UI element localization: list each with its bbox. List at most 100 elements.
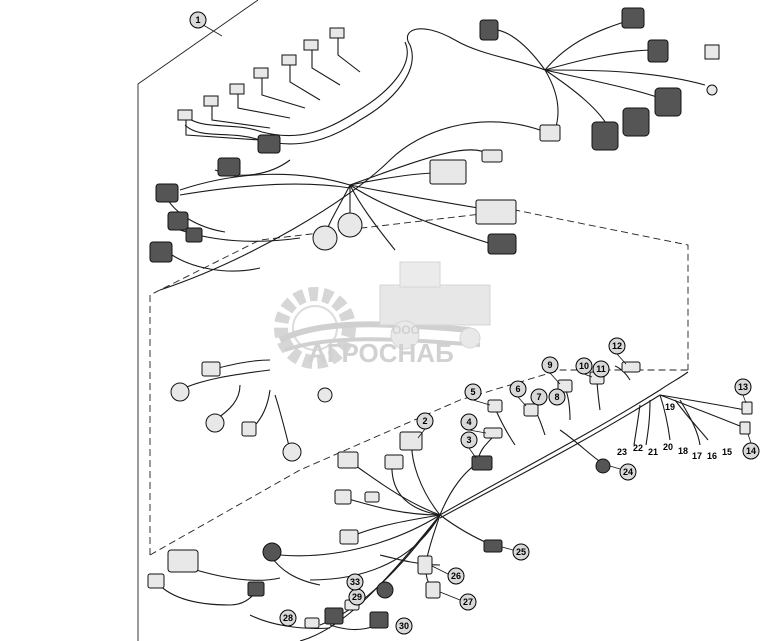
callout-25: 25 [512,543,530,561]
round-connector [170,382,190,402]
connector [247,581,265,597]
connector [369,611,389,629]
gear-logo-icon [274,287,481,369]
connector [229,83,245,95]
watermark-prefix: ООО [392,323,420,337]
svg-text:7: 7 [536,392,541,402]
svg-text:9: 9 [547,360,552,370]
connector [304,617,320,629]
lower-connectors [147,361,753,629]
connector [539,124,561,142]
connector [253,67,269,79]
connector [337,451,359,469]
svg-text:24: 24 [623,467,633,477]
label-20: 20 [663,442,673,452]
plain-labels: 15 16 17 18 19 20 21 22 23 [617,402,732,461]
label-23: 23 [617,447,627,457]
connector [177,109,193,121]
callout-28: 28 [279,609,297,627]
callout-6: 6 [509,380,527,398]
upper-connectors [149,7,720,263]
round-connector [337,212,363,238]
connector [475,199,517,225]
sub-assembly-outline [149,209,689,556]
callout-29: 29 [348,588,366,606]
callout-24: 24 [619,463,637,481]
connector [622,107,650,137]
ring-terminal [706,84,718,96]
callout-4: 4 [460,413,478,431]
connector [241,421,257,437]
connector [483,427,503,439]
connector [364,491,380,503]
combine-harvester-icon [379,261,491,350]
label-15: 15 [722,447,732,457]
svg-text:8: 8 [554,392,559,402]
svg-text:14: 14 [746,446,756,456]
connector [591,121,619,151]
connector [487,399,503,413]
svg-text:30: 30 [399,621,409,631]
connector [203,95,219,107]
callout-10: 10 [575,357,593,375]
connector [155,183,179,203]
callout-27: 27 [459,593,477,611]
callout-7: 7 [530,388,548,406]
svg-text:26: 26 [451,571,461,581]
connector [704,44,720,60]
label-18: 18 [678,446,688,456]
svg-text:4: 4 [466,417,471,427]
assembly-frame [137,0,259,641]
upper-harness [159,19,706,291]
connector [654,87,682,117]
svg-text:28: 28 [283,613,293,623]
svg-text:13: 13 [738,382,748,392]
svg-text:10: 10 [579,361,589,371]
connector [417,555,433,575]
svg-text:12: 12 [612,341,622,351]
svg-text:29: 29 [352,592,362,602]
watermark-company: АГРОСНАБ [308,338,454,368]
callout-26: 26 [447,567,465,585]
connector [741,401,753,415]
connector [334,489,352,505]
svg-text:6: 6 [515,384,520,394]
round-connector [282,442,302,462]
connector [384,454,404,470]
callout-11: 11 [592,360,610,378]
round-connector [312,225,338,251]
connector [739,421,751,435]
connector [399,431,423,451]
callout-33: 33 [346,573,364,591]
connector [303,39,319,51]
connector [167,549,199,573]
connector [217,157,241,177]
connector [647,39,669,63]
connector [621,7,645,29]
callout-14: 14 [742,442,760,460]
connector [425,581,441,599]
connector [185,227,203,243]
svg-text:25: 25 [516,547,526,557]
connector [167,211,189,231]
svg-text:11: 11 [596,364,606,374]
connector [481,149,503,163]
connector [339,529,359,545]
label-22: 22 [633,443,643,453]
connector [257,134,281,154]
watermark: ООО АГРОСНАБ [274,261,491,369]
connector [557,379,573,393]
svg-text:27: 27 [463,597,473,607]
round-connector [317,387,333,403]
connector [471,455,493,471]
connector [487,233,517,255]
callout-2: 2 [416,412,434,430]
callout-30: 30 [395,617,413,635]
mid-sensors [170,359,333,462]
lower-harness [154,365,746,641]
callout-13: 13 [734,378,752,396]
connector [281,54,297,66]
connector [149,241,173,263]
round-connector [262,542,282,562]
